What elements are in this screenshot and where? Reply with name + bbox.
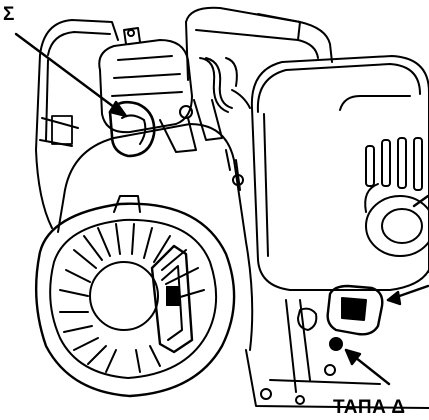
fuel-tank (185, 6, 333, 81)
engine-base (245, 284, 429, 409)
callout-label-top-left: Σ (3, 4, 15, 25)
starter-grip (150, 244, 194, 354)
air-cleaner (35, 19, 119, 229)
arrow-right-upper (412, 194, 429, 208)
muffler-shield (250, 55, 429, 291)
recoil-starter (34, 195, 236, 398)
arrow-top-left (14, 32, 128, 118)
leader-arrows (14, 32, 429, 386)
carburetor-assembly (98, 27, 251, 158)
callout-label-bottom-right: ΤΑΠΑ Δ (333, 397, 406, 418)
engine-block (57, 123, 254, 351)
